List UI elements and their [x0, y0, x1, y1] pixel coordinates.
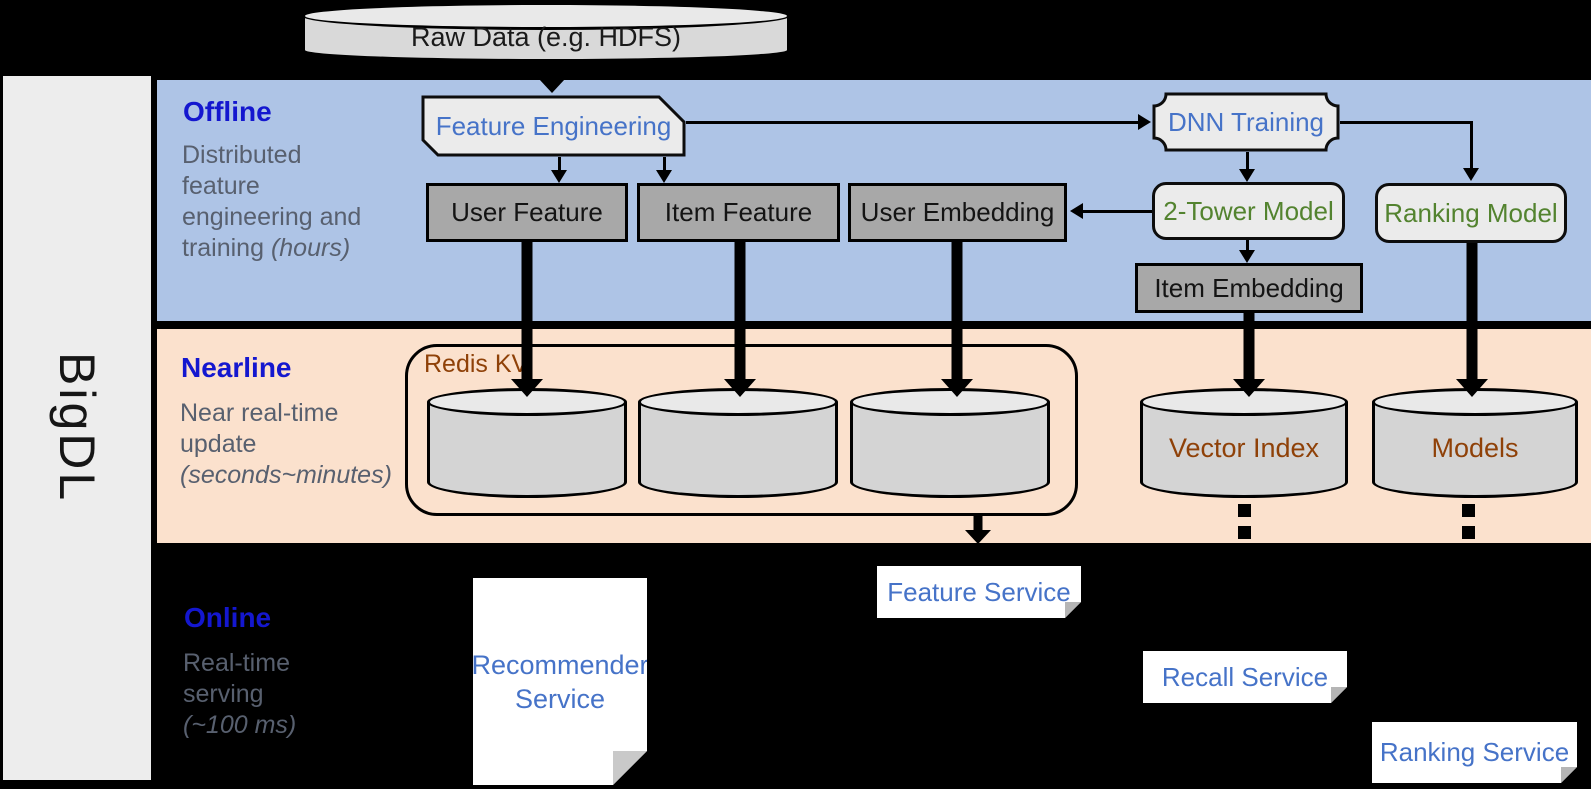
dnn-training-label: DNN Training [1167, 106, 1325, 137]
user-feature-node: User Feature [426, 183, 628, 242]
models-label: Models [1431, 433, 1519, 463]
item-feature-label: Item Feature [664, 197, 813, 227]
line-fe-to-userfeature [558, 157, 561, 173]
models-dotted-stub-1 [1462, 504, 1475, 517]
arrowhead-dnn-to-rankingmodel [1463, 168, 1479, 181]
feature-engineering-label: Feature Engineering [435, 110, 672, 141]
redis-cylinder-2 [638, 388, 838, 498]
recall-service-note: Recall Service [1143, 651, 1347, 703]
line-dnn-to-twotower [1246, 152, 1249, 169]
online-description: Real-time serving (~100 ms) [183, 648, 318, 741]
nearline-description-note: (seconds~minutes) [180, 461, 392, 489]
online-description-note: (~100 ms) [183, 711, 297, 739]
offline-description-text: Distributed feature engineering and trai… [182, 141, 362, 262]
two-tower-model-node: 2-Tower Model [1152, 182, 1345, 240]
arrow-rawdata-to-fe [536, 62, 568, 93]
line-twotower-to-itemembedding [1246, 240, 1249, 251]
arrow-itemfeature-to-redis [724, 242, 756, 397]
recall-service-label: Recall Service [1161, 661, 1329, 692]
item-feature-node: Item Feature [637, 183, 840, 242]
line-dnn-to-rankingmodel-h [1340, 121, 1473, 124]
item-embedding-node: Item Embedding [1135, 263, 1363, 313]
models-cylinder: Models [1372, 388, 1578, 498]
arrow-itemembedding-to-vectorindex [1233, 313, 1265, 397]
arrow-redis-to-featureservice [962, 515, 994, 544]
ranking-model-label: Ranking Model [1384, 197, 1558, 228]
bigdl-sidebar: BigDL [3, 76, 151, 780]
arrowhead-fe-to-dnn [1138, 114, 1151, 130]
offline-description: Distributed feature engineering and trai… [182, 140, 377, 264]
nearline-title: Nearline [181, 352, 292, 383]
vectorindex-dotted-stub-1 [1238, 504, 1251, 517]
plaque-shape [1152, 92, 1340, 152]
online-title: Online [184, 602, 272, 633]
raw-data-cylinder: Raw Data (e.g. HDFS) [302, 2, 790, 62]
offline-description-note: (hours) [270, 234, 351, 262]
user-embedding-node: User Embedding [848, 183, 1067, 242]
models-dotted-stub-2 [1462, 526, 1475, 539]
dnn-training-node: DNN Training [1152, 92, 1340, 152]
line-fe-to-dnn [686, 121, 1138, 124]
vectorindex-dotted-stub-2 [1238, 526, 1251, 539]
nearline-description: Near real-time update (seconds~minutes) [180, 398, 392, 491]
ranking-service-note: Ranking Service [1372, 722, 1577, 783]
raw-data-label: Raw Data (e.g. HDFS) [410, 22, 682, 52]
two-tower-model-label: 2-Tower Model [1163, 195, 1334, 226]
redis-cylinder-1 [427, 388, 627, 498]
offline-title: Offline [183, 96, 272, 127]
arrowhead-twotower-to-itemembedding [1239, 250, 1255, 263]
bigdl-label: BigDL [49, 352, 105, 504]
recommender-service-label: Recommender Service [471, 649, 649, 714]
arrowhead-dnn-to-twotower [1239, 169, 1255, 182]
item-embedding-label: Item Embedding [1154, 272, 1344, 303]
user-feature-label: User Feature [451, 197, 603, 227]
feature-service-note: Feature Service [877, 566, 1081, 618]
recommender-service-document: Recommender Service [473, 578, 647, 785]
ranking-model-node: Ranking Model [1375, 183, 1567, 243]
vector-index-label: Vector Index [1168, 433, 1320, 463]
arrow-userfeature-to-redis [511, 242, 543, 397]
redis-cylinder-3 [850, 388, 1050, 498]
feature-service-label: Feature Service [887, 576, 1071, 607]
vector-index-cylinder: Vector Index [1140, 388, 1348, 498]
arrow-userembedding-to-redis [941, 242, 973, 397]
card-shape [421, 95, 686, 157]
arrowhead-fe-to-itemfeature [656, 170, 672, 183]
arrow-rankingmodel-to-models [1456, 243, 1488, 397]
online-description-text: Real-time serving [183, 649, 290, 708]
nearline-description-text: Near real-time update [180, 399, 339, 458]
line-fe-to-itemfeature [663, 157, 666, 173]
feature-engineering-node: Feature Engineering [421, 95, 686, 157]
arrowhead-fe-to-userfeature [551, 170, 567, 183]
line-dnn-to-rankingmodel-v [1470, 121, 1473, 169]
user-embedding-label: User Embedding [860, 197, 1055, 227]
line-twotower-to-userembedding [1083, 210, 1152, 213]
ranking-service-label: Ranking Service [1379, 737, 1570, 767]
arrowhead-twotower-to-userembedding [1070, 203, 1083, 219]
redis-kv-label: Redis KV [424, 350, 529, 378]
